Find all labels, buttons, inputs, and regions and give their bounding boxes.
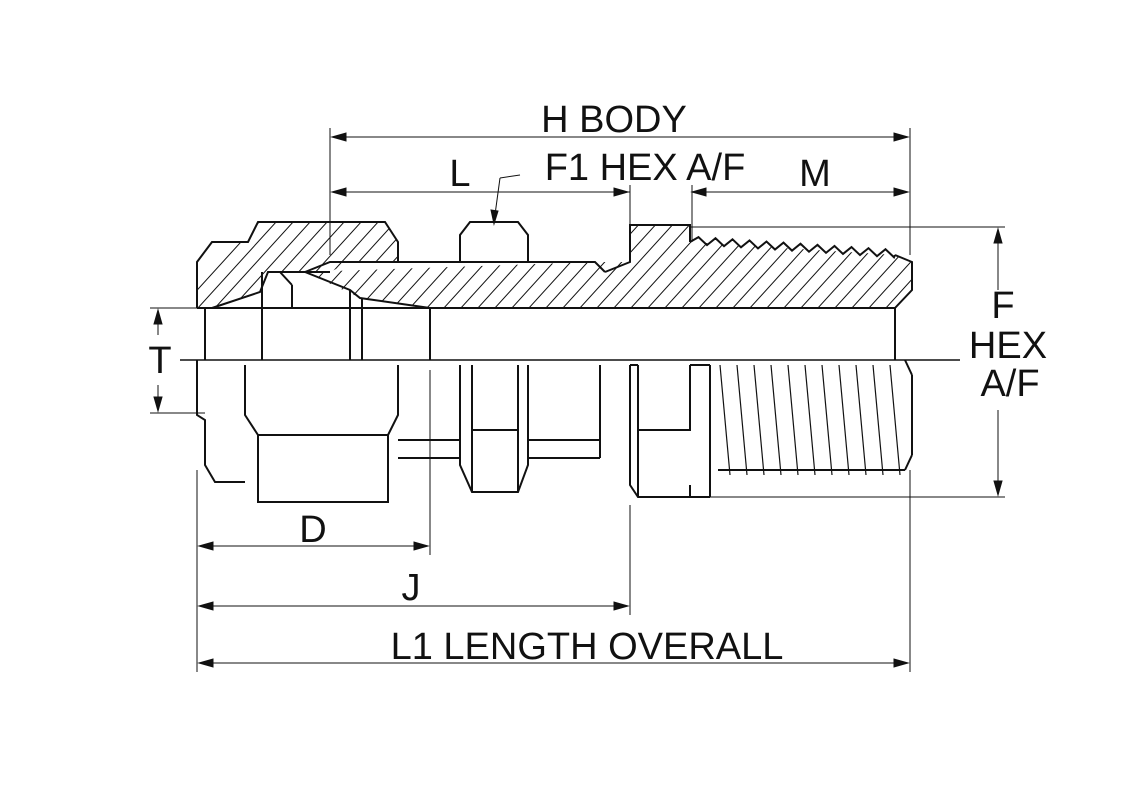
exterior-view: [196, 359, 913, 503]
hatch-line: [476, 210, 576, 320]
hatch-line: [356, 222, 398, 308]
label-l1-overall: L1 LENGTH OVERALL: [391, 626, 784, 668]
hatch-line: [483, 225, 585, 308]
label-f1-hex: F1 HEX A/F: [545, 147, 746, 189]
hatch-line: [551, 225, 653, 308]
thread-line: [719, 364, 731, 476]
thread-line: [770, 364, 782, 476]
hatch-line: [517, 225, 619, 308]
label-d: D: [299, 509, 326, 551]
hatch-line: [857, 225, 912, 308]
hatch-line: [390, 222, 398, 308]
dimension-labels: H BODY L F1 HEX A/F M T F HEX A/F D J L1…: [148, 99, 1047, 668]
thread-line: [736, 364, 748, 476]
hatch-line: [408, 210, 508, 320]
thread-line: [838, 364, 850, 476]
thread-line: [889, 364, 901, 476]
label-m: M: [799, 153, 831, 195]
thread-lines: [719, 364, 901, 476]
hatch-line: [197, 222, 288, 308]
label-t: T: [148, 340, 171, 382]
hatch-line: [305, 225, 398, 308]
hatch-line: [568, 225, 670, 308]
thread-line: [872, 364, 884, 476]
hatch-line: [466, 225, 568, 308]
hatch-line: [398, 225, 500, 308]
thread-line: [753, 364, 765, 476]
hatch-line: [322, 222, 398, 308]
thread-line: [787, 364, 799, 476]
section-outline: [196, 221, 913, 360]
hatch-line: [254, 222, 356, 308]
hatch-line: [288, 222, 390, 308]
hatch-line: [432, 225, 534, 308]
thread-line: [821, 364, 833, 476]
hatch-line: [1011, 210, 1111, 320]
thread-line: [855, 364, 867, 476]
label-j: J: [402, 567, 421, 609]
hatch-line: [203, 222, 305, 308]
hatch-line: [500, 225, 602, 308]
hatch-line: [449, 225, 551, 308]
label-f-hex-line3: A/F: [980, 363, 1039, 405]
label-f-hex-line2: HEX: [969, 325, 1047, 367]
hatch-line: [442, 210, 542, 320]
hatch-line: [493, 210, 593, 320]
hatch-line: [840, 225, 912, 308]
hatch-group: [197, 210, 610, 320]
hatch-line: [510, 210, 610, 320]
hatch-line: [874, 225, 912, 308]
label-f-hex-line1: F: [991, 285, 1014, 327]
thread-line: [804, 364, 816, 476]
hatch-line: [1028, 210, 1128, 320]
hatch-line: [602, 225, 704, 308]
hatch-line: [585, 225, 687, 308]
hatch-line: [425, 210, 525, 320]
hatch-line: [220, 222, 322, 308]
hatch-line: [459, 210, 559, 320]
label-h-body: H BODY: [541, 99, 687, 141]
hatch-line: [330, 225, 432, 308]
dimension-lines: [150, 128, 1005, 672]
hatch-line: [339, 222, 398, 308]
hatch-line: [364, 225, 466, 308]
label-l: L: [449, 153, 470, 195]
